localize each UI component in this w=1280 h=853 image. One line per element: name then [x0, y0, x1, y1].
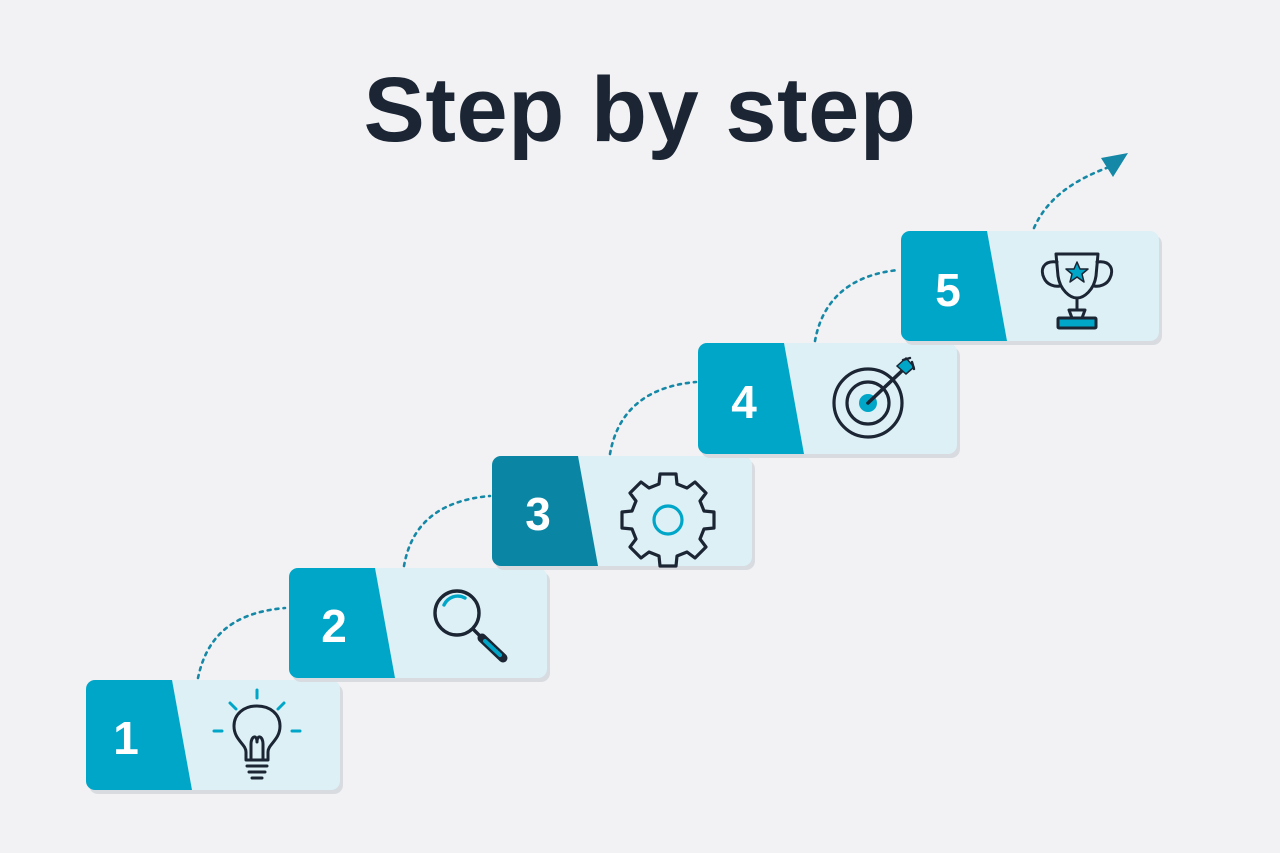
step-number-3: 3	[525, 488, 551, 540]
step-number-1: 1	[113, 712, 139, 764]
step-number-5: 5	[935, 264, 961, 316]
connector-3-4	[608, 380, 698, 456]
step-card-3: 3	[492, 456, 755, 570]
step-card-4: 4	[698, 343, 960, 458]
step-badge-4	[698, 343, 804, 454]
step-badge-2	[289, 568, 395, 678]
step-badge-1	[86, 680, 192, 790]
lightbulb-icon	[212, 688, 302, 780]
step-card-5: 5	[901, 231, 1162, 345]
step-number-4: 4	[731, 376, 757, 428]
step-badge-3	[492, 456, 598, 566]
arrowhead-icon	[1101, 153, 1128, 177]
magnifier-icon	[433, 589, 508, 663]
step-card-2: 2	[289, 568, 550, 682]
connector-4-5	[813, 268, 901, 343]
step-number-2: 2	[321, 600, 347, 652]
exit-arrow	[1032, 164, 1114, 230]
connector-1-2	[196, 606, 287, 680]
trophy-icon	[1040, 252, 1114, 330]
gear-icon	[620, 472, 716, 568]
step-card-1: 1	[86, 680, 343, 794]
page-title: Step by step	[363, 59, 917, 161]
step-badge-5	[901, 231, 1007, 341]
target-icon	[832, 356, 916, 439]
connector-2-3	[402, 494, 492, 568]
